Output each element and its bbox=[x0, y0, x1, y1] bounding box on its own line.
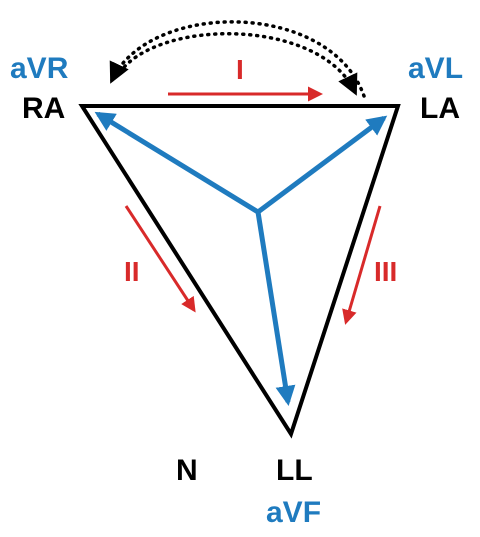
electrode-la-label: LA bbox=[420, 92, 460, 125]
avl-vector bbox=[256, 115, 388, 215]
avf-vector bbox=[255, 211, 296, 406]
avr-vector bbox=[94, 111, 260, 215]
lead-i-label: I bbox=[236, 54, 244, 85]
electrode-ra-label: RA bbox=[22, 92, 66, 125]
avf-label: aVF bbox=[266, 496, 322, 529]
electrode-ll-label: LL bbox=[276, 454, 313, 487]
electrode-n-label: N bbox=[176, 454, 198, 487]
dotted-arc-outer bbox=[109, 20, 366, 98]
avr-label: aVR bbox=[10, 52, 69, 85]
lead-ii-arrow bbox=[124, 205, 196, 313]
avl-label: aVL bbox=[408, 52, 464, 85]
einthoven-triangle bbox=[78, 104, 401, 439]
lead-ii-label: II bbox=[124, 256, 140, 287]
lead-iii-arrow bbox=[342, 205, 382, 325]
lead-iii-label: III bbox=[374, 256, 398, 287]
dotted-arc-inner bbox=[118, 32, 358, 96]
